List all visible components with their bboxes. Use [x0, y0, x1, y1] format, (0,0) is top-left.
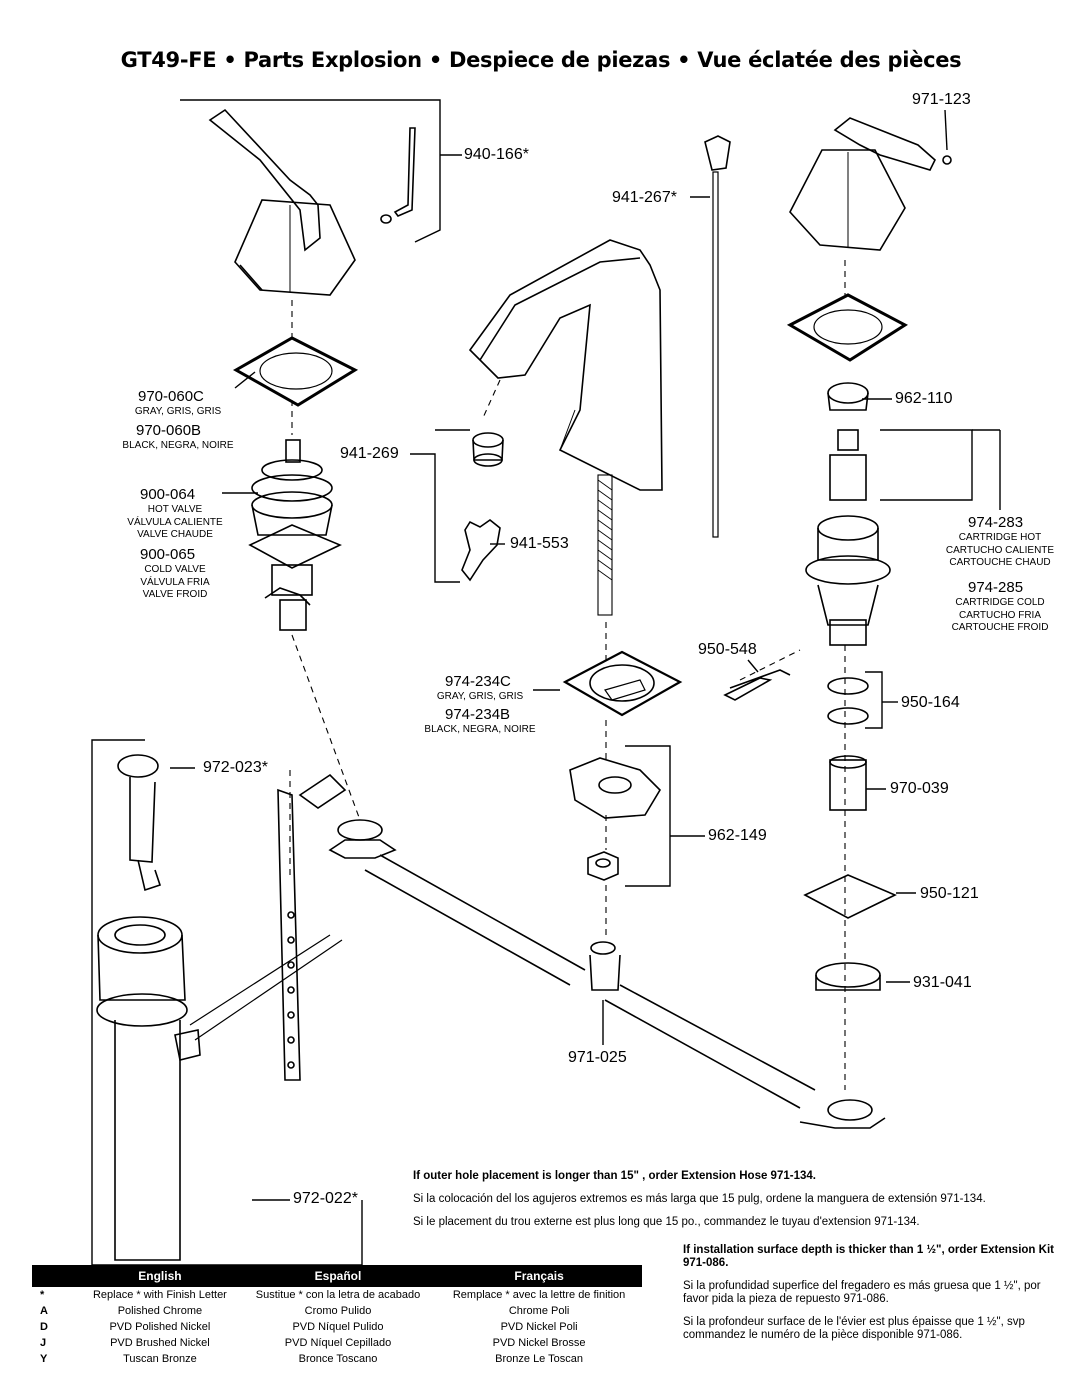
- part-974-285: 974-285: [968, 579, 1024, 596]
- part-941-269: 941-269: [340, 445, 399, 462]
- legend-key: Y: [40, 1353, 48, 1365]
- extension-kit-note-fr: Si la profondeur surface de le l'évier e…: [683, 1316, 1025, 1341]
- part-941-553: 941-553: [510, 535, 569, 552]
- part-972-023: 972-023*: [203, 759, 268, 776]
- extension-kit-note-en: If installation surface depth is thicker…: [683, 1244, 1054, 1269]
- extension-hose-note: If outer hole placement is longer than 1…: [413, 1170, 1053, 1239]
- page-title: GT49-FE • Parts Explosion • Despiece de …: [120, 48, 962, 72]
- part-974-283: 974-283: [968, 514, 1024, 531]
- valve-hot: [248, 439, 342, 631]
- legend-header-espanol: Español: [239, 1265, 437, 1287]
- legend-francais: PVD Nickel Brosse: [492, 1337, 586, 1349]
- legend-row: J PVD Brushed Nickel PVD Níquel Cepillad…: [32, 1335, 642, 1351]
- part-970-060c-desc: GRAY, GRIS, GRIS: [134, 406, 222, 417]
- waterway-hoses: [328, 819, 886, 1129]
- legend-english: Polished Chrome: [117, 1305, 203, 1317]
- legend-key: A: [40, 1305, 48, 1317]
- legend-francais: Remplace * avec la lettre de finition: [452, 1289, 626, 1301]
- part-971-123: 971-123: [912, 91, 971, 108]
- legend-key: J: [40, 1337, 47, 1349]
- legend-francais: Bronze Le Toscan: [495, 1353, 584, 1365]
- part-931-041: 931-041: [913, 974, 972, 991]
- part-974-234c: 974-234C: [445, 673, 511, 690]
- extension-hose-note-fr: Si le placement du trou externe est plus…: [413, 1216, 920, 1228]
- part-962-110: 962-110: [895, 390, 953, 407]
- legend-english: PVD Polished Nickel: [109, 1321, 211, 1333]
- part-900-064-desc-fr: VALVE CHAUDE: [137, 529, 213, 540]
- base-gasket: [562, 650, 683, 717]
- legend-header-francais: Français: [436, 1265, 642, 1287]
- finish-legend-table: English Español Français * Replace * wit…: [32, 1265, 642, 1367]
- part-900-065-desc-fr: VALVE FROID: [142, 589, 208, 600]
- legend-espanol: Cromo Pulido: [304, 1305, 372, 1317]
- part-940-166: 940-166*: [464, 146, 529, 163]
- part-900-065-desc-en: COLD VALVE: [144, 564, 206, 575]
- part-900-065: 900-065: [140, 546, 196, 563]
- part-974-283-desc: CARTRIDGE HOT CARTUCHO CALIENTE CARTOUCH…: [940, 532, 1060, 570]
- part-970-060c: 970-060C: [138, 388, 204, 405]
- extension-kit-note: If installation surface depth is thicker…: [683, 1244, 1058, 1352]
- handle-cold: [789, 117, 952, 251]
- part-950-121: 950-121: [920, 885, 979, 902]
- legend-francais: Chrome Poli: [508, 1305, 570, 1317]
- part-974-234b: 974-234B: [445, 706, 511, 723]
- extension-kit-note-es: Si la profundidad superfice del fregader…: [683, 1280, 1041, 1305]
- part-974-283-desc-fr: CARTOUCHE CHAUD: [949, 557, 1051, 568]
- legend-espanol: Sustitue * con la letra de acabado: [255, 1289, 421, 1301]
- part-974-285-desc: CARTRIDGE COLD CARTUCHO FRIA CARTOUCHE F…: [940, 597, 1060, 635]
- legend-header-english: English: [80, 1265, 240, 1287]
- legend-key: D: [40, 1321, 48, 1333]
- extension-hose-note-es: Si la colocación del los agujeros extrem…: [413, 1193, 986, 1205]
- part-900-065-desc-es: VÁLVULA FRIA: [140, 576, 210, 588]
- legend-english: PVD Brushed Nickel: [110, 1337, 210, 1349]
- drain-assembly: [96, 754, 347, 1261]
- part-971-025: 971-025: [568, 1049, 627, 1066]
- legend-header-row: English Español Français: [32, 1265, 642, 1287]
- part-974-285-desc-en: CARTRIDGE COLD: [955, 597, 1045, 608]
- part-900-064: 900-064: [140, 486, 196, 503]
- legend-espanol: PVD Níquel Pulido: [292, 1321, 384, 1333]
- gasket-cold: [786, 293, 908, 362]
- part-950-164: 950-164: [901, 694, 960, 711]
- part-974-283-desc-es: CARTUCHO CALIENTE: [945, 544, 1055, 556]
- legend-espanol: Bronce Toscano: [298, 1353, 378, 1365]
- aerator: [461, 432, 504, 582]
- part-970-060b: 970-060B: [136, 422, 202, 439]
- assembly-axes: [289, 260, 846, 1090]
- legend-row: A Polished Chrome Cromo Pulido Chrome Po…: [32, 1303, 642, 1319]
- part-974-283-desc-en: CARTRIDGE HOT: [958, 532, 1042, 543]
- gasket-hot: [232, 336, 359, 407]
- part-972-022: 972-022*: [293, 1190, 358, 1207]
- pop-up-rod: [704, 135, 731, 538]
- part-970-039: 970-039: [890, 780, 949, 797]
- part-962-149: 962-149: [708, 827, 767, 844]
- part-900-064-desc: HOT VALVE VÁLVULA CALIENTE VALVE CHAUDE: [110, 504, 240, 542]
- part-970-060b-desc: BLACK, NEGRA, NOIRE: [122, 440, 234, 451]
- part-900-064-desc-en: HOT VALVE: [147, 504, 203, 515]
- spout: [468, 239, 663, 616]
- legend-english: Tuscan Bronze: [123, 1353, 197, 1365]
- part-974-234b-desc: BLACK, NEGRA, NOIRE: [424, 724, 536, 735]
- cold-cartridge-stack: [803, 382, 897, 991]
- part-974-285-desc-es: CARTUCHO FRIA: [958, 609, 1042, 621]
- legend-francais: PVD Nickel Poli: [500, 1321, 578, 1333]
- legend-row: * Replace * with Finish Letter Sustitue …: [32, 1287, 642, 1303]
- legend-header-key: [32, 1265, 80, 1287]
- legend-english: Replace * with Finish Letter: [92, 1289, 227, 1301]
- part-900-064-desc-es: VÁLVULA CALIENTE: [127, 516, 223, 528]
- part-941-267: 941-267*: [612, 189, 677, 206]
- handle-hot: [208, 108, 416, 296]
- legend-row: Y Tuscan Bronze Bronce Toscano Bronze Le…: [32, 1351, 642, 1367]
- legend-row: D PVD Polished Nickel PVD Níquel Pulido …: [32, 1319, 642, 1335]
- legend-key: *: [40, 1289, 45, 1301]
- part-950-548: 950-548: [698, 641, 757, 658]
- extension-hose-note-en: If outer hole placement is longer than 1…: [413, 1170, 816, 1182]
- clip: [723, 669, 791, 701]
- mounting-hardware: [569, 757, 662, 881]
- part-974-234c-desc: GRAY, GRIS, GRIS: [436, 691, 524, 702]
- part-900-065-desc: COLD VALVE VÁLVULA FRIA VALVE FROID: [110, 564, 240, 602]
- part-974-285-desc-fr: CARTOUCHE FROID: [951, 622, 1049, 633]
- legend-espanol: PVD Níquel Cepillado: [284, 1337, 392, 1349]
